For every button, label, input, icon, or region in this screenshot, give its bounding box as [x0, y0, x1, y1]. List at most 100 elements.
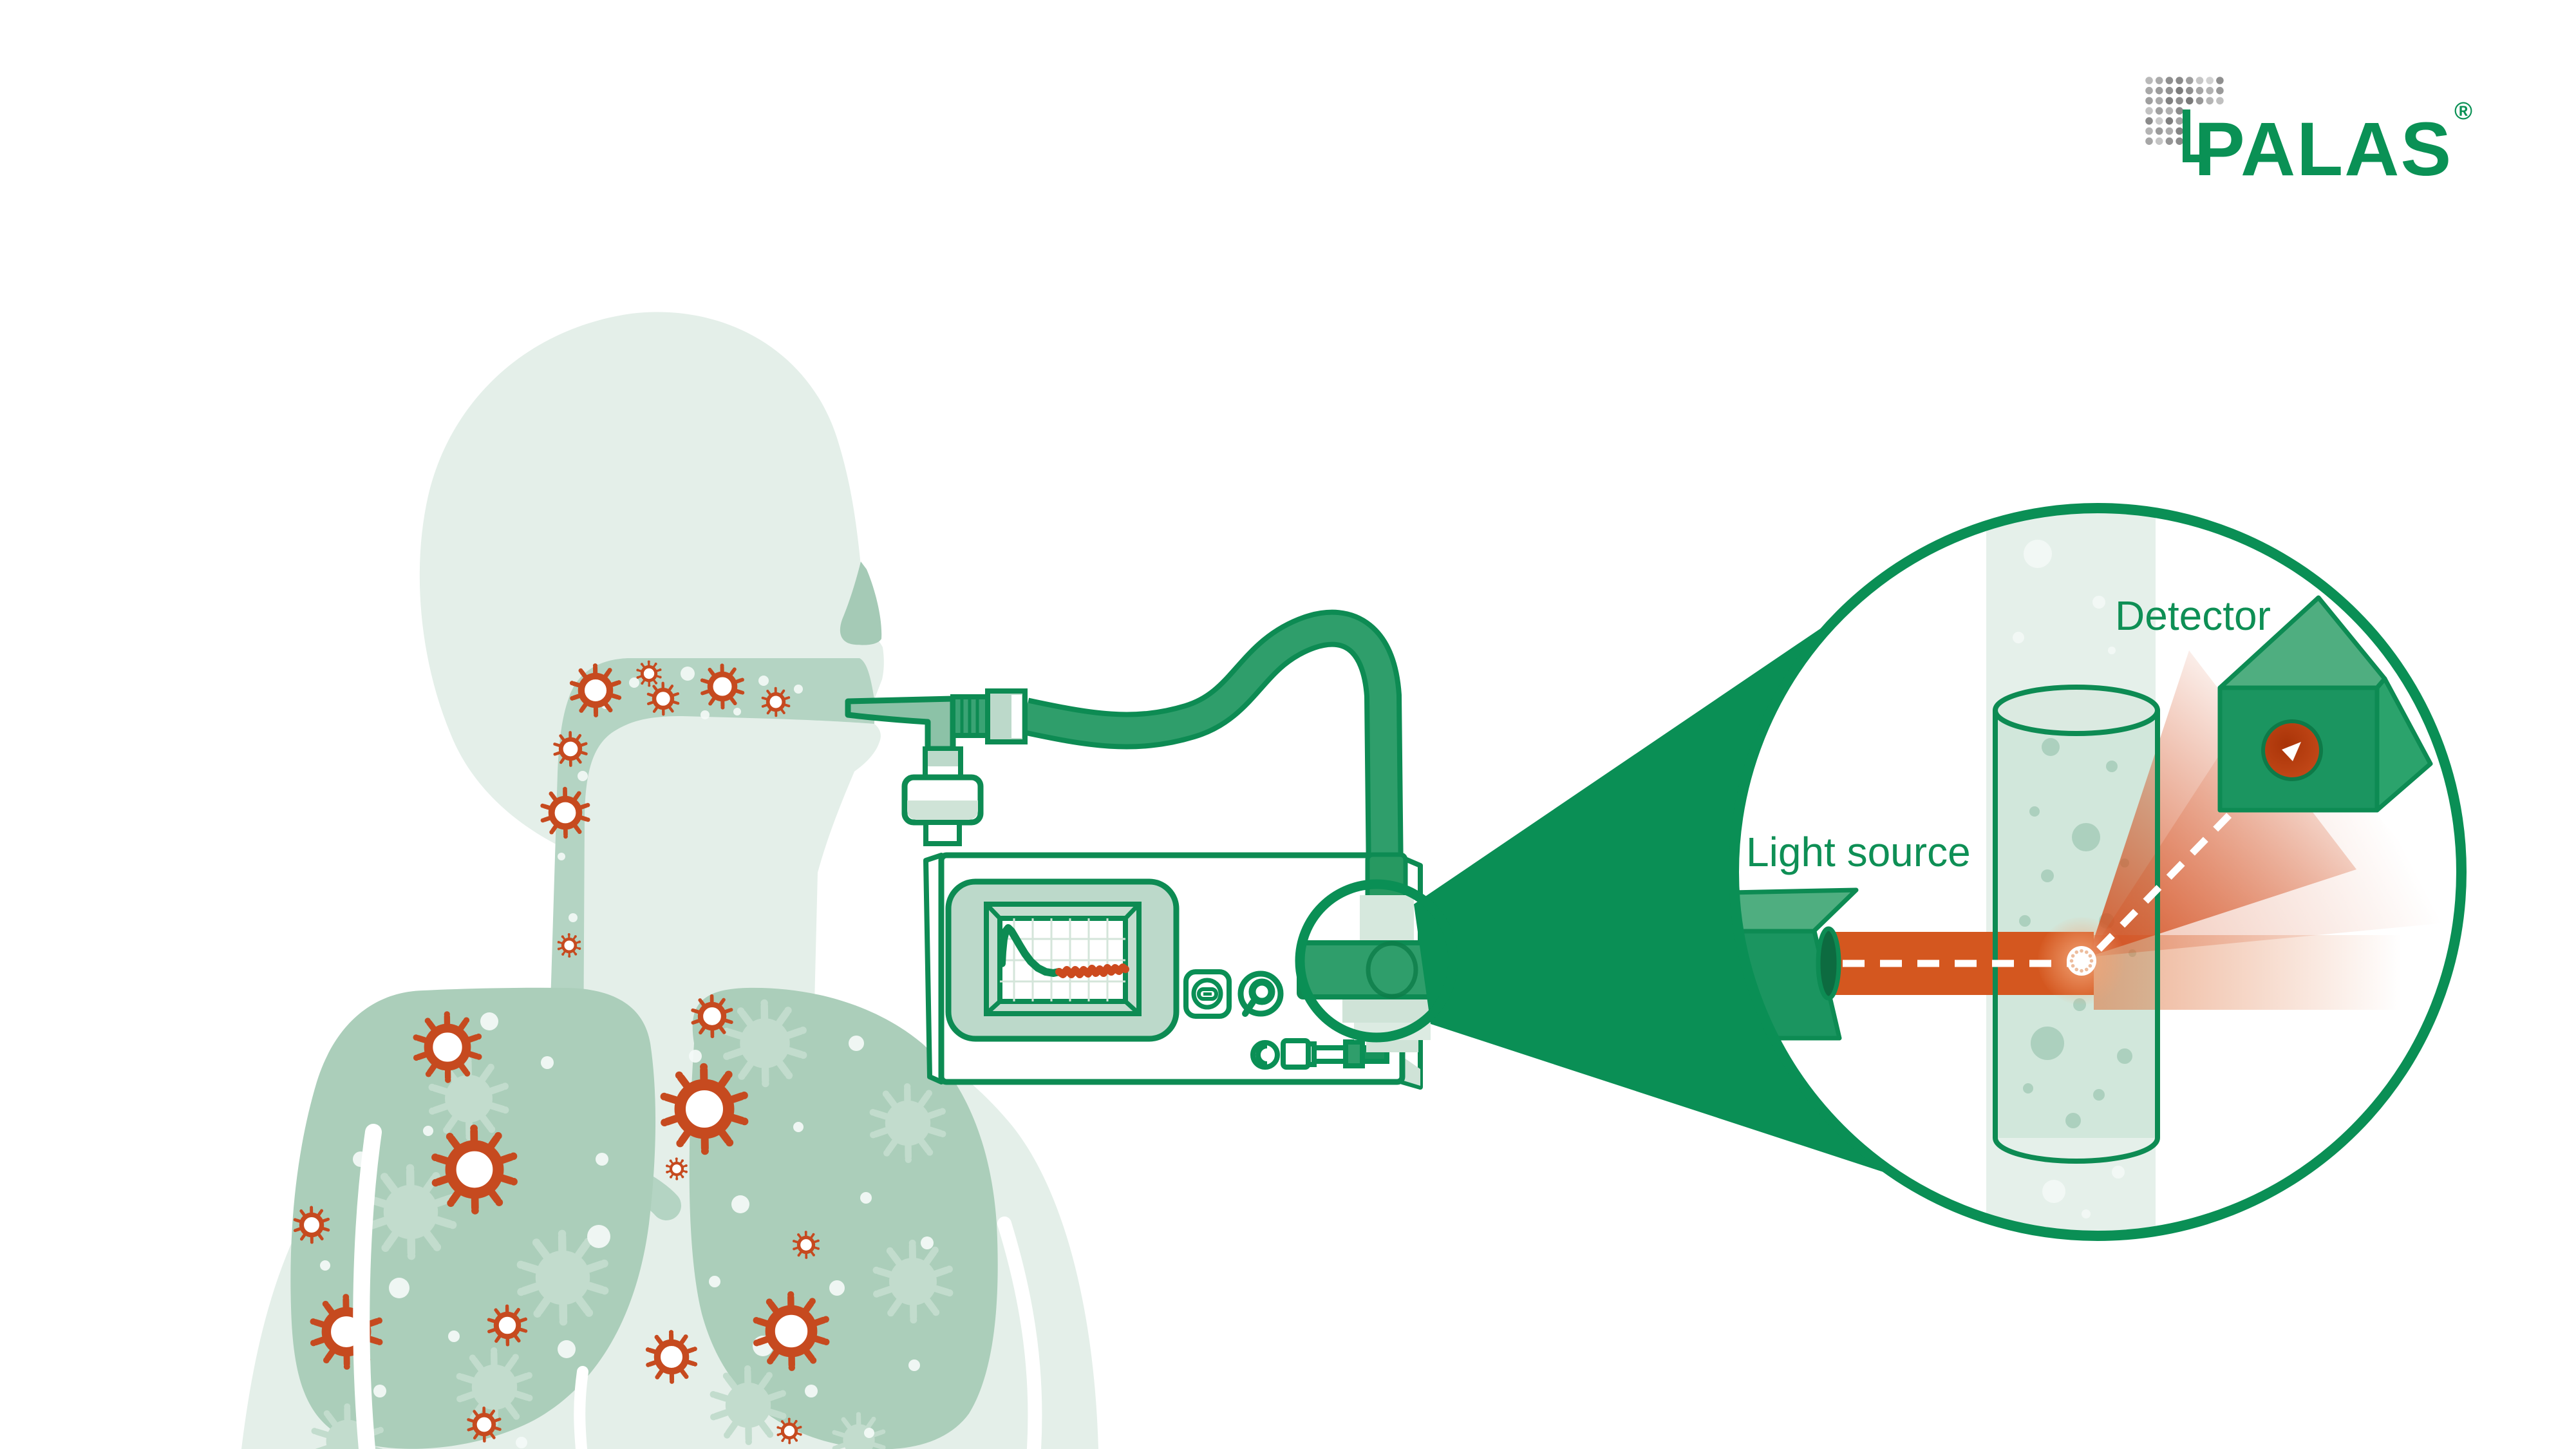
logo-dot	[2145, 77, 2153, 84]
band-bubble	[2013, 632, 2024, 643]
virus-icon	[700, 663, 745, 710]
virus-icon	[869, 1083, 946, 1163]
virus-icon	[428, 1056, 509, 1141]
tube	[1022, 614, 1399, 942]
rotary-knob[interactable]	[1237, 971, 1284, 1017]
registered-trademark: ®	[2454, 98, 2472, 125]
droplet	[320, 1260, 330, 1271]
logo-dot	[2165, 117, 2174, 125]
droplet	[829, 1280, 845, 1296]
magnifier-wedge	[1414, 537, 1955, 1177]
palas-logo-bracket	[2183, 109, 2190, 162]
logo-dot	[2186, 86, 2194, 95]
filter-valve	[901, 746, 984, 846]
virus-icon	[467, 1406, 502, 1443]
device-right-shade	[1404, 1057, 1420, 1086]
tube-coupler	[1365, 852, 1408, 904]
logo-dot	[2165, 127, 2174, 135]
logo-dot	[2155, 127, 2163, 135]
droplet	[587, 1225, 610, 1248]
logo-dot	[2176, 77, 2183, 84]
light-source-box	[1738, 887, 1859, 1041]
logo-dot	[2176, 97, 2183, 105]
droplet	[709, 1276, 720, 1287]
droplet	[629, 677, 639, 688]
palas-logo-bracket-foot	[2183, 155, 2199, 162]
magnified-view: Light source Detector	[1729, 503, 2467, 1241]
logo-dot	[2186, 97, 2194, 105]
logo-dot	[2195, 97, 2204, 105]
droplet	[373, 1385, 386, 1397]
logo-dot	[2186, 77, 2194, 84]
logo-dot	[2155, 77, 2163, 84]
virus-icon	[660, 1063, 749, 1155]
virus-icon	[722, 999, 807, 1088]
virus-icon	[413, 1011, 482, 1083]
sensor-backdrop-3	[1366, 1040, 1418, 1052]
logo-dot	[2165, 97, 2174, 105]
virus-icon	[761, 687, 791, 717]
droplet	[731, 1195, 749, 1213]
band-bubbles	[2013, 540, 2125, 1218]
band-bubble	[2112, 1166, 2125, 1179]
droplet	[681, 667, 695, 681]
logo-dot	[2176, 117, 2183, 125]
cylinder-outline	[1993, 685, 2160, 1164]
virus-icon	[872, 1239, 954, 1324]
lung-virus-particles	[293, 994, 830, 1444]
nose	[840, 562, 882, 645]
droplet	[596, 1153, 608, 1166]
logo-dot	[2165, 86, 2174, 95]
palas-logo: PALAS ®	[2145, 77, 2472, 192]
logo-dot	[2145, 97, 2153, 105]
tube-sleeve	[985, 688, 1028, 744]
left-lung	[290, 987, 656, 1449]
droplet	[805, 1385, 818, 1397]
sensor-port	[1366, 941, 1418, 999]
lungs	[290, 987, 998, 1449]
band-bubble	[2042, 1180, 2065, 1203]
virus-icon	[776, 1417, 802, 1444]
detector-label: Detector	[2115, 592, 2271, 639]
droplet	[908, 1359, 920, 1371]
droplet	[516, 1437, 527, 1448]
droplet	[849, 1036, 864, 1051]
band-bubble	[2024, 540, 2052, 568]
logo-dot	[2195, 77, 2204, 84]
virus-icon	[540, 786, 590, 839]
usb-icon	[1191, 978, 1223, 1010]
droplet	[389, 1278, 409, 1298]
band-bubble	[2092, 596, 2105, 609]
droplet	[569, 913, 578, 922]
aerosol-bubble	[2072, 823, 2100, 851]
droplet	[480, 1012, 498, 1030]
droplet	[558, 853, 565, 860]
virus-icon	[516, 1229, 609, 1326]
logo-dot	[2176, 86, 2183, 95]
virus-icon	[832, 1412, 886, 1449]
logo-dot	[2176, 107, 2183, 115]
droplet	[558, 1340, 576, 1358]
screen-curve-inhalation	[998, 924, 1063, 977]
logo-dot	[2145, 127, 2153, 135]
virus-icon	[487, 1304, 528, 1347]
virus-icon	[710, 1365, 787, 1445]
drain-fitting	[1250, 1038, 1389, 1070]
usb-port-button[interactable]	[1183, 969, 1232, 1019]
virus-icon	[293, 1206, 330, 1244]
virus-icon	[666, 1157, 688, 1180]
logo-dot	[2145, 137, 2153, 145]
virus-icon	[636, 660, 662, 687]
logo-dot	[2206, 97, 2214, 105]
band-bubble	[2082, 1209, 2091, 1218]
aerosol-bubble	[2042, 738, 2060, 756]
aerosol-bubble	[2093, 1089, 2105, 1101]
aerosol-bubble	[2041, 869, 2054, 882]
virus-icon	[691, 994, 733, 1039]
logo-dot	[2176, 137, 2183, 145]
droplet	[921, 1236, 934, 1249]
virus-icon	[553, 731, 588, 767]
arm-creases	[353, 1124, 1042, 1449]
virus-icon	[645, 1330, 698, 1384]
logo-dot	[2165, 137, 2174, 145]
